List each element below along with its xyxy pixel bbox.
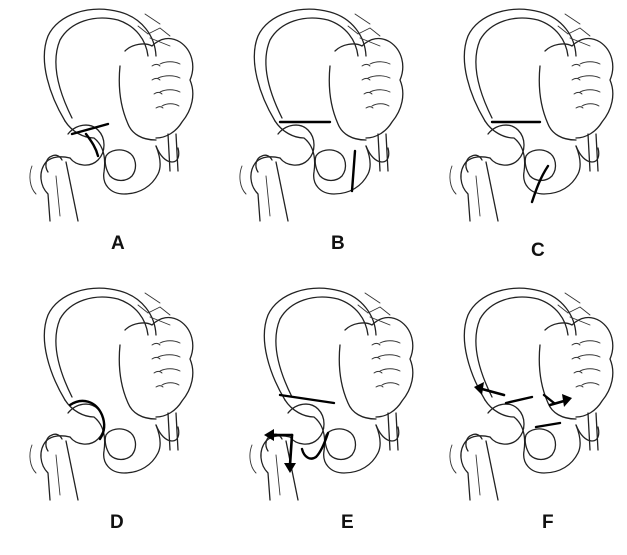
- panel-c: [450, 9, 613, 221]
- panel-label-a: A: [111, 233, 126, 254]
- panel-label-d: D: [110, 512, 125, 533]
- panel-label-c: C: [531, 240, 546, 261]
- rotation-arrow-down: [290, 435, 292, 465]
- traction-arrowhead-left: [474, 382, 484, 395]
- panel-d: [30, 288, 193, 500]
- rotation-arrowhead-down: [284, 463, 296, 473]
- traction-arrow-left: [482, 389, 504, 395]
- panel-b: [240, 9, 403, 221]
- panel-a: [30, 9, 193, 221]
- osteotomy-line-f: [506, 395, 560, 427]
- traction-arrowhead-right: [562, 394, 572, 407]
- panel-e: [250, 288, 413, 500]
- panel-label-e: E: [341, 512, 355, 533]
- panel-label-f: F: [542, 512, 555, 533]
- panel-label-b: B: [331, 233, 346, 254]
- panel-f: [450, 288, 613, 500]
